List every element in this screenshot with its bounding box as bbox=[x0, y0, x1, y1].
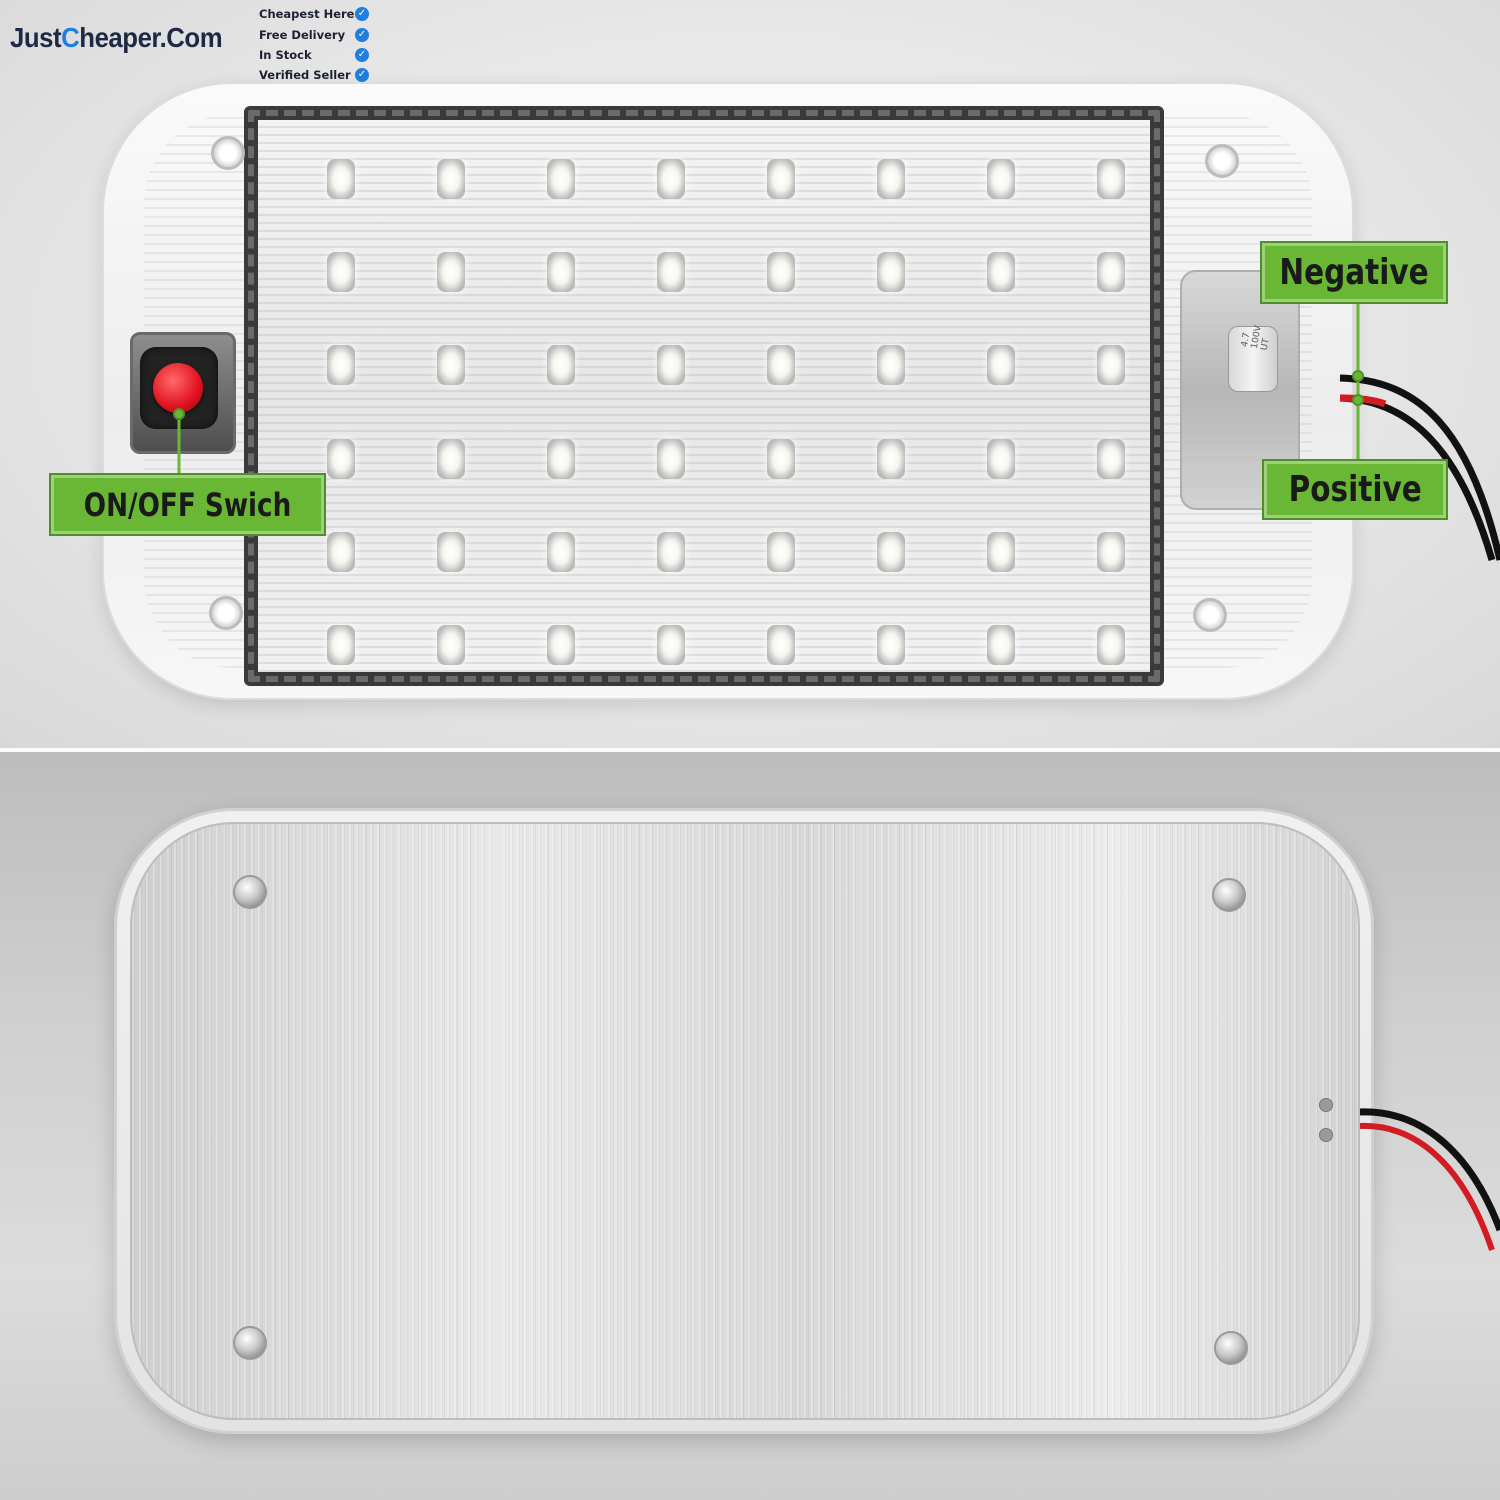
led-chip bbox=[396, 412, 506, 505]
on-off-switch-button[interactable] bbox=[153, 363, 203, 413]
brushed-metal-plate bbox=[130, 822, 1360, 1420]
led-chip bbox=[1056, 225, 1166, 318]
led-light-front-housing bbox=[102, 82, 1354, 700]
led-chip bbox=[946, 225, 1056, 318]
switch-marker bbox=[173, 408, 185, 420]
logo-accent-letter: C bbox=[61, 22, 80, 53]
led-chip bbox=[616, 132, 726, 225]
led-chip bbox=[286, 599, 396, 692]
led-chip bbox=[506, 225, 616, 318]
positive-terminal-marker bbox=[1352, 394, 1364, 406]
led-chip bbox=[1056, 412, 1166, 505]
led-chip bbox=[1056, 505, 1166, 598]
led-chip bbox=[946, 132, 1056, 225]
led-chip bbox=[836, 505, 946, 598]
rivet-icon bbox=[233, 1326, 267, 1360]
rivet-icon bbox=[233, 875, 267, 909]
led-chip bbox=[506, 412, 616, 505]
led-chip bbox=[836, 225, 946, 318]
switch-callout: ON/OFF Swich bbox=[49, 473, 326, 536]
led-chip bbox=[286, 319, 396, 412]
panel-divider bbox=[0, 748, 1500, 752]
badge-label: Free Delivery bbox=[259, 27, 346, 42]
led-chip bbox=[506, 319, 616, 412]
checkmark-badge-icon: ✓ bbox=[355, 47, 369, 62]
led-chip bbox=[726, 599, 836, 692]
led-chip bbox=[1056, 132, 1166, 225]
led-chip bbox=[946, 505, 1056, 598]
screw-hole-icon bbox=[1193, 598, 1227, 632]
logo-prefix: Just bbox=[10, 22, 62, 53]
led-chip bbox=[286, 412, 396, 505]
led-chip bbox=[946, 599, 1056, 692]
led-chip bbox=[286, 505, 396, 598]
checkmark-badge-icon: ✓ bbox=[355, 27, 369, 42]
vent-hole-icon bbox=[1319, 1128, 1333, 1142]
led-chip bbox=[616, 319, 726, 412]
positive-callout: Positive bbox=[1262, 459, 1448, 520]
led-chip bbox=[396, 225, 506, 318]
led-chip bbox=[946, 319, 1056, 412]
badge-label: Cheapest Here bbox=[259, 7, 355, 22]
badge-item: Free Delivery ✓ bbox=[259, 24, 369, 44]
led-chip bbox=[726, 505, 836, 598]
screw-hole-icon bbox=[1205, 144, 1239, 178]
led-chip bbox=[946, 412, 1056, 505]
badge-label: Verified Seller bbox=[259, 68, 351, 83]
screw-hole-icon bbox=[209, 596, 243, 630]
led-chip bbox=[286, 225, 396, 318]
led-chip bbox=[726, 412, 836, 505]
screw-hole-icon bbox=[211, 136, 245, 170]
led-chip bbox=[616, 412, 726, 505]
led-chip bbox=[836, 599, 946, 692]
led-chip bbox=[286, 132, 396, 225]
led-chip bbox=[396, 132, 506, 225]
led-chip bbox=[1056, 319, 1166, 412]
led-chip bbox=[726, 132, 836, 225]
led-chip bbox=[726, 225, 836, 318]
badge-item: Cheapest Here ✓ bbox=[259, 4, 369, 24]
vent-hole-icon bbox=[1319, 1098, 1333, 1112]
capacitor-label: 4.7 100V UT bbox=[1240, 324, 1272, 352]
trust-badges: Cheapest Here ✓ Free Delivery ✓ In Stock… bbox=[259, 4, 369, 86]
negative-terminal-marker bbox=[1352, 370, 1364, 382]
checkmark-badge-icon: ✓ bbox=[355, 68, 369, 83]
rivet-icon bbox=[1214, 1331, 1248, 1365]
logo-suffix: heaper.Com bbox=[79, 22, 223, 53]
led-chip bbox=[836, 319, 946, 412]
led-chip bbox=[616, 599, 726, 692]
rivet-icon bbox=[1212, 878, 1246, 912]
led-grid bbox=[286, 132, 1166, 692]
led-lens bbox=[244, 106, 1164, 686]
badge-label: In Stock bbox=[259, 47, 312, 62]
switch-callout-label: ON/OFF Swich bbox=[83, 485, 292, 524]
led-chip bbox=[1056, 599, 1166, 692]
store-logo: JustCheaper.Com bbox=[10, 22, 223, 54]
led-chip bbox=[616, 225, 726, 318]
badge-item: Verified Seller ✓ bbox=[259, 65, 369, 85]
positive-callout-label: Positive bbox=[1288, 469, 1422, 510]
led-chip bbox=[396, 599, 506, 692]
led-chip bbox=[836, 412, 946, 505]
negative-callout-label: Negative bbox=[1279, 252, 1429, 293]
led-chip bbox=[616, 505, 726, 598]
led-chip bbox=[836, 132, 946, 225]
checkmark-badge-icon: ✓ bbox=[355, 7, 369, 22]
led-chip bbox=[506, 599, 616, 692]
led-chip bbox=[726, 319, 836, 412]
led-chip bbox=[396, 505, 506, 598]
led-chip bbox=[506, 505, 616, 598]
led-chip bbox=[506, 132, 616, 225]
badge-item: In Stock ✓ bbox=[259, 45, 369, 65]
capacitor bbox=[1228, 326, 1278, 392]
negative-callout: Negative bbox=[1260, 241, 1448, 304]
led-chip bbox=[396, 319, 506, 412]
